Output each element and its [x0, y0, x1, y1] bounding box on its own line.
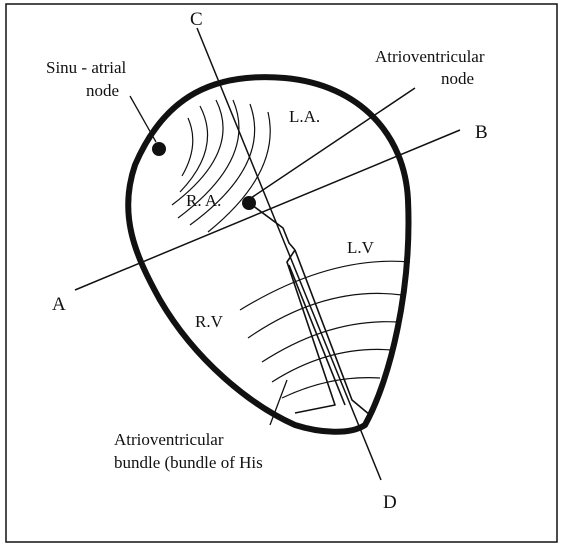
atrial-arcs [172, 100, 270, 232]
left-ventricle-label: L.V [347, 238, 375, 257]
sinu-atrial-label-line2: node [86, 81, 119, 100]
bundle-label-line1: Atrioventricular [114, 430, 224, 449]
point-b-label: B [475, 122, 488, 143]
av-node-label-line1: Atrioventricular [375, 47, 485, 66]
sa-node-pointer [130, 96, 156, 142]
sa-node-dot [152, 142, 166, 156]
sinu-atrial-label-line1: Sinu - atrial [46, 58, 127, 77]
point-c-label: C [190, 9, 203, 30]
bundle-label-line2: bundle (bundle of His [114, 453, 263, 472]
av-node-dot [242, 196, 256, 210]
av-node-label-line2: node [441, 69, 474, 88]
right-atrium-label: R. A. [186, 191, 221, 210]
point-a-label: A [52, 294, 66, 315]
right-ventricle-label: R.V [195, 312, 224, 331]
left-atrium-label: L.A. [289, 107, 320, 126]
point-d-label: D [383, 492, 397, 513]
